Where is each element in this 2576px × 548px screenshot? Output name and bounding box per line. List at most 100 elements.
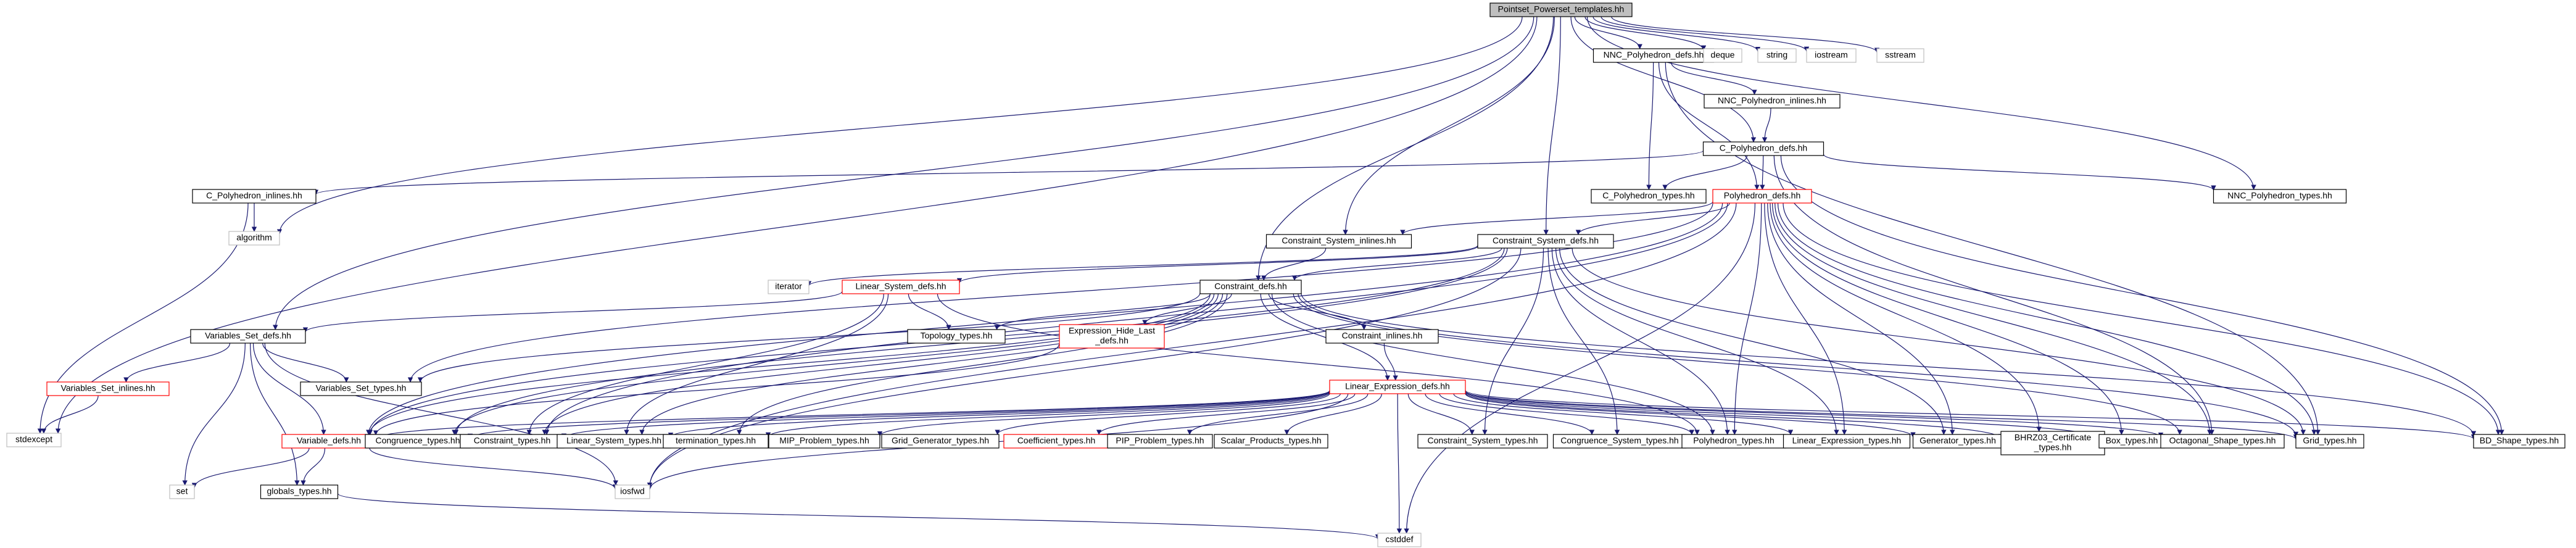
edge-poly_defs-to-constraint_types	[544, 202, 1728, 435]
edge-root-to-vs_defs	[273, 16, 1534, 330]
node-pip-types[interactable]: PIP_Problem_types.hh	[1107, 434, 1213, 449]
node-label: NNC_Polyhedron_inlines.hh	[1718, 96, 1826, 106]
node-box	[2295, 434, 2364, 449]
node-sp-types[interactable]: Scalar_Products_types.hh	[1214, 434, 1328, 449]
edge-root-to-stdexcept	[55, 16, 1538, 434]
edge-vs_defs-to-iosfwd	[264, 342, 618, 486]
edge-le_defs-to-cstddef	[1396, 393, 1402, 534]
edge-c_poly_defs-to-oct_types	[1773, 155, 2214, 435]
node-box	[615, 484, 650, 499]
node-constraint-inlines[interactable]: Constraint_inlines.hh	[1325, 329, 1439, 344]
node-iosfwd: iosfwd	[615, 484, 650, 499]
node-grid-types[interactable]: Grid_types.hh	[2295, 434, 2364, 449]
edge-poly_defs-to-vs_types	[407, 202, 1713, 383]
node-label: Linear_System_types.hh	[566, 436, 661, 446]
node-topology-types[interactable]: Topology_types.hh	[907, 329, 1006, 344]
node-root[interactable]: Pointset_Powerset_templates.hh	[1489, 2, 1633, 17]
edge-vs_defs-to-vs_types	[262, 342, 349, 383]
node-algorithm: algorithm	[228, 231, 280, 246]
node-coeff-types[interactable]: Coefficient_types.hh	[1003, 434, 1109, 449]
node-label: Polyhedron_defs.hh	[1724, 191, 1801, 201]
node-ls-types[interactable]: Linear_System_types.hh	[557, 434, 671, 449]
node-label: Linear_System_defs.hh	[855, 281, 946, 291]
node-label: string	[1766, 50, 1787, 60]
edge-root-to-string	[1592, 16, 1761, 52]
node-label: BHRZ03_Certificate	[2015, 433, 2092, 442]
edge-constraint_defs-to-vs_types	[418, 293, 1201, 383]
node-cs-defs[interactable]: Constraint_System_defs.hh	[1477, 234, 1614, 249]
node-cs-types[interactable]: Constraint_System_types.hh	[1417, 434, 1548, 449]
node-label: Constraint_inlines.hh	[1342, 331, 1423, 341]
edge-poly_defs-to-grid_types	[1777, 202, 2317, 435]
node-box	[1702, 141, 1824, 156]
edge-cs_defs-to-constraint_defs	[1291, 247, 1502, 281]
node-label: Pointset_Powerset_templates.hh	[1498, 4, 1625, 14]
node-label: Variable_defs.hh	[297, 436, 361, 446]
node-constraint-defs[interactable]: Constraint_defs.hh	[1199, 280, 1302, 294]
node-constraint-types[interactable]: Constraint_types.hh	[460, 434, 565, 449]
node-ls-defs[interactable]: Linear_System_defs.hh	[842, 280, 960, 294]
node-label: Variables_Set_inlines.hh	[60, 383, 155, 393]
edge-poly_defs-to-cs_defs	[1575, 202, 1730, 235]
node-label: Constraint_System_defs.hh	[1493, 236, 1599, 246]
node-box	[1059, 324, 1165, 349]
edge-globals_types-to-cstddef	[337, 493, 1380, 540]
node-box	[1489, 2, 1633, 17]
node-oct-types[interactable]: Octagonal_Shape_types.hh	[2160, 434, 2285, 449]
node-bhrz03[interactable]: BHRZ03_Certificate_types.hh	[2000, 431, 2105, 455]
edge-constraint_defs-to-topology_types	[994, 293, 1211, 330]
edge-c_poly_defs-to-c_poly_inlines	[313, 150, 1704, 195]
node-variable-defs[interactable]: Variable_defs.hh	[281, 434, 376, 449]
edge-le_defs-to-box_types	[1465, 391, 2102, 439]
node-label: PIP_Problem_types.hh	[1116, 436, 1204, 446]
node-nnc-poly-defs[interactable]: NNC_Polyhedron_defs.hh	[1592, 48, 1715, 63]
node-nnc-poly-types[interactable]: NNC_Polyhedron_types.hh	[2213, 189, 2347, 204]
node-nnc-poly-inlines[interactable]: NNC_Polyhedron_inlines.hh	[1704, 94, 1841, 109]
node-vs-inlines[interactable]: Variables_Set_inlines.hh	[46, 381, 170, 396]
node-label: set	[176, 486, 188, 496]
node-expr-hide-last[interactable]: Expression_Hide_Last_defs.hh	[1059, 324, 1165, 349]
node-label: sstream	[1885, 50, 1916, 60]
edge-ls_defs-to-poly_types	[937, 293, 1700, 435]
edge-vs_defs-to-globals_types	[250, 342, 300, 486]
edges-layer	[37, 16, 2504, 540]
node-le-defs[interactable]: Linear_Expression_defs.hh	[1329, 380, 1466, 394]
node-termination-types[interactable]: termination_types.hh	[663, 434, 769, 449]
node-gen-types[interactable]: Generator_types.hh	[1912, 434, 2003, 449]
edge-le_defs-to-pip_types	[1187, 393, 1369, 435]
edge-vs_inlines-to-stdexcept	[41, 395, 99, 434]
node-cgs-types[interactable]: Congruence_System_types.hh	[1552, 434, 1687, 449]
node-c-poly-inlines[interactable]: C_Polyhedron_inlines.hh	[192, 189, 317, 204]
node-box	[228, 231, 280, 246]
node-globals-types[interactable]: globals_types.hh	[260, 484, 339, 499]
edge-cs_defs-to-le_types	[1555, 247, 1839, 435]
node-label: termination_types.hh	[676, 436, 756, 446]
node-mip-types[interactable]: MIP_Problem_types.hh	[768, 434, 880, 449]
node-gridgen-types[interactable]: Grid_Generator_types.hh	[881, 434, 1000, 449]
edge-le_defs-to-coeff_types	[1096, 393, 1356, 435]
node-label: _types.hh	[2034, 442, 2072, 452]
edge-le_defs-to-bd_types	[1465, 389, 2476, 440]
edge-poly_defs-to-gen_types	[1767, 202, 1955, 435]
node-c-poly-defs[interactable]: C_Polyhedron_defs.hh	[1702, 141, 1824, 156]
node-label: Box_types.hh	[2106, 436, 2158, 446]
node-box	[46, 381, 170, 396]
node-congruence-types[interactable]: Congruence_types.hh	[365, 434, 471, 449]
node-poly-types[interactable]: Polyhedron_types.hh	[1681, 434, 1786, 449]
node-poly-defs[interactable]: Polyhedron_defs.hh	[1712, 189, 1812, 204]
node-box	[1417, 434, 1548, 449]
node-label: Constraint_defs.hh	[1214, 281, 1287, 291]
edge-le_defs-to-gen_types	[1465, 393, 1916, 438]
edge-poly_defs-to-bd_types	[1783, 202, 2501, 435]
edge-cs_defs-to-cs_types	[1482, 247, 1544, 435]
node-le-types[interactable]: Linear_Expression_types.hh	[1783, 434, 1911, 449]
node-bd-types[interactable]: BD_Shape_types.hh	[2473, 434, 2566, 449]
node-c-poly-types[interactable]: C_Polyhedron_types.hh	[1591, 189, 1707, 204]
node-box-types[interactable]: Box_types.hh	[2098, 434, 2165, 449]
node-string: string	[1757, 48, 1797, 63]
node-box	[842, 280, 960, 294]
node-vs-defs[interactable]: Variables_Set_defs.hh	[190, 329, 306, 344]
node-cs-inlines[interactable]: Constraint_System_inlines.hh	[1265, 234, 1412, 249]
node-vs-types[interactable]: Variables_Set_types.hh	[300, 381, 422, 396]
node-deque: deque	[1703, 48, 1742, 63]
